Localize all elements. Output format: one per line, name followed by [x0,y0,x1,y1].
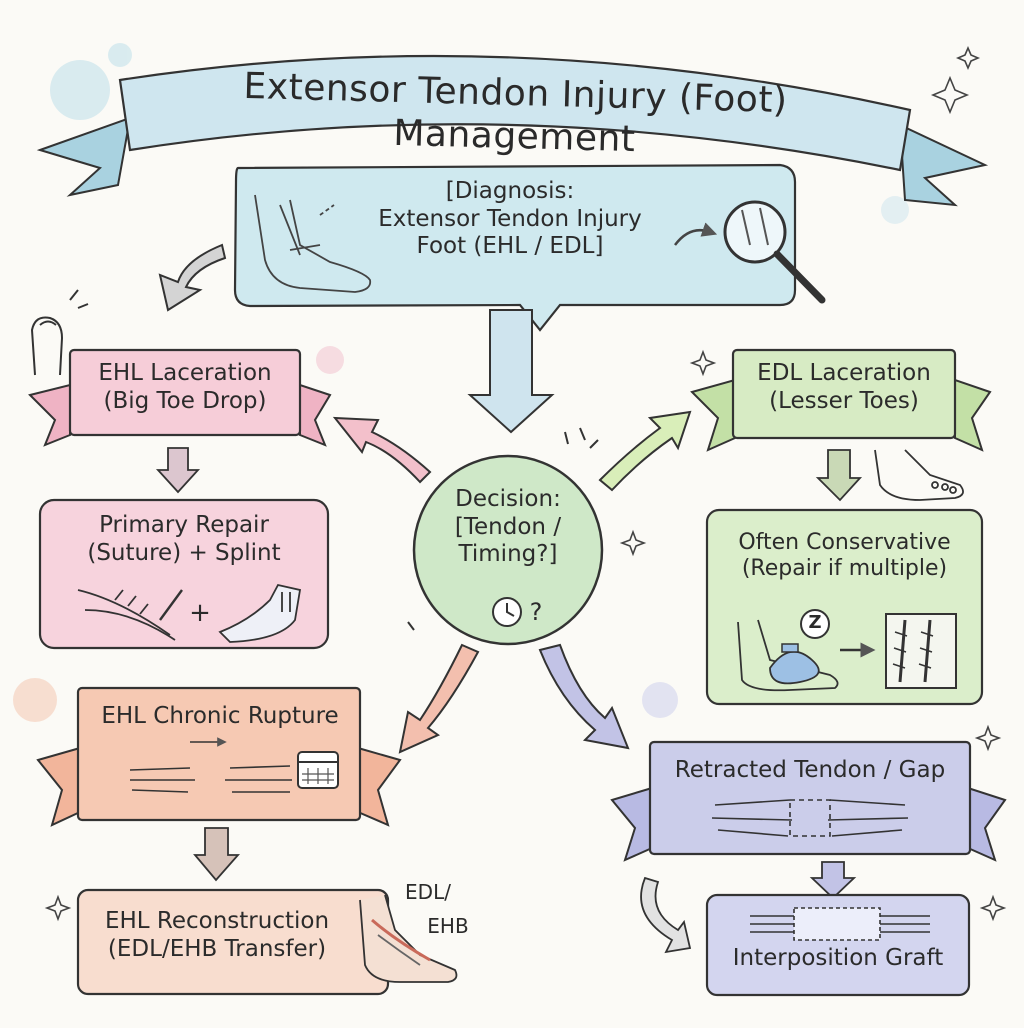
ehl-chronic-text: EHL Chronic Rupture [80,703,360,731]
decision-line-1: Decision: [455,486,561,512]
primary-repair-text: Primary Repair (Suture) + Splint [44,512,324,567]
decision-text: Decision: [Tendon / Timing?] [430,486,586,569]
magnifier-icon [723,200,826,304]
ehl-chronic-line-1: EHL Chronic Rupture [101,703,339,729]
primary-repair-plus: + [189,598,211,628]
ehl-chronic-banner [36,686,402,827]
graft-icon [750,907,930,941]
graft-line-1: Interposition Graft [732,945,944,971]
arrow-chronic-to-reconstruction [193,827,240,882]
arrow-diagnosis-to-decision [467,309,555,434]
arrow-decision-to-ehl-laceration [332,416,432,484]
decorative-sparks [407,427,599,631]
arrow-decision-to-chronic [398,643,480,754]
conservative-line-2: (Repair if multiple) [741,556,948,582]
decision-circle [412,454,604,646]
arrow-decision-to-edl [598,410,692,492]
ehl-reconstruction-line-2: (EDL/EHB Transfer) [107,935,327,962]
arrow-edl-to-conservative [815,449,863,502]
conservative-z-label: Z [808,612,822,633]
splint-icon [218,583,302,643]
decision-line-2: [Tendon / [454,513,562,540]
diagnosis-line-3: Foot (EHL / EDL] [416,233,604,260]
diagnosis-box [233,163,797,332]
arrow-decision-to-retracted [538,643,630,750]
graft-box [705,893,971,997]
retracted-text: Retracted Tendon / Gap [652,757,968,785]
diagnosis-line-1: [Diagnosis: [445,178,575,204]
decision-question-mark: ? [529,598,543,626]
arrow-to-magnifier [674,222,718,246]
ehl-reconstruction-annot-2: EHB [427,914,469,938]
diagnosis-text: [Diagnosis: Extensor Tendon Injury Foot … [340,178,680,261]
edl-laceration-text: EDL Laceration (Lesser Toes) [735,360,953,415]
lesser-toes-icon [874,449,964,501]
tendon-gap-icon [711,799,909,837]
arrow-side-to-graft [640,876,692,954]
decision-line-3: Timing?] [458,541,558,568]
clock-icon [492,597,522,627]
ehl-reconstruction-line-1: EHL Reconstruction [104,908,330,934]
ehl-laceration-banner [28,348,332,447]
ehl-laceration-line-2: (Big Toe Drop) [103,387,267,414]
diagnosis-line-2: Extensor Tendon Injury [378,205,642,232]
suture-icon [77,589,183,641]
calendar-icon [297,751,339,789]
torn-tendon-icon [129,737,292,793]
ehl-reconstruction-text: EHL Reconstruction (EDL/EHB Transfer) [82,908,352,963]
title-banner [36,54,989,207]
primary-repair-line-2: (Suture) + Splint [87,539,281,566]
decorative-stars [44,45,1007,922]
retracted-line-1: Retracted Tendon / Gap [674,757,946,783]
foot-icon [254,194,372,293]
toe-icon [30,289,89,376]
edl-laceration-line-1: EDL Laceration [757,360,931,386]
conservative-line-1: Often Conservative [738,530,951,555]
retracted-banner [610,740,1007,862]
ehl-laceration-line-1: EHL Laceration [98,360,272,386]
edl-laceration-line-2: (Lesser Toes) [769,387,919,414]
arrow-retracted-to-graft [809,861,857,900]
foot-tendon-icon [359,894,458,983]
ehl-reconstruction-annot-1: EDL/ [405,880,451,904]
arrow-diagnosis-to-ehl [158,243,227,312]
primary-repair-line-1: Primary Repair [99,512,269,538]
decorative-splashes [13,43,909,722]
arrow-ehl-laceration-to-repair [155,447,201,494]
ice-pack-icon [737,609,839,692]
ehl-laceration-text: EHL Laceration (Big Toe Drop) [70,360,300,415]
graft-text: Interposition Graft [710,945,966,973]
stitched-tendon-icon [885,613,957,689]
conservative-text: Often Conservative (Repair if multiple) [712,530,977,583]
edl-laceration-banner [690,348,992,452]
